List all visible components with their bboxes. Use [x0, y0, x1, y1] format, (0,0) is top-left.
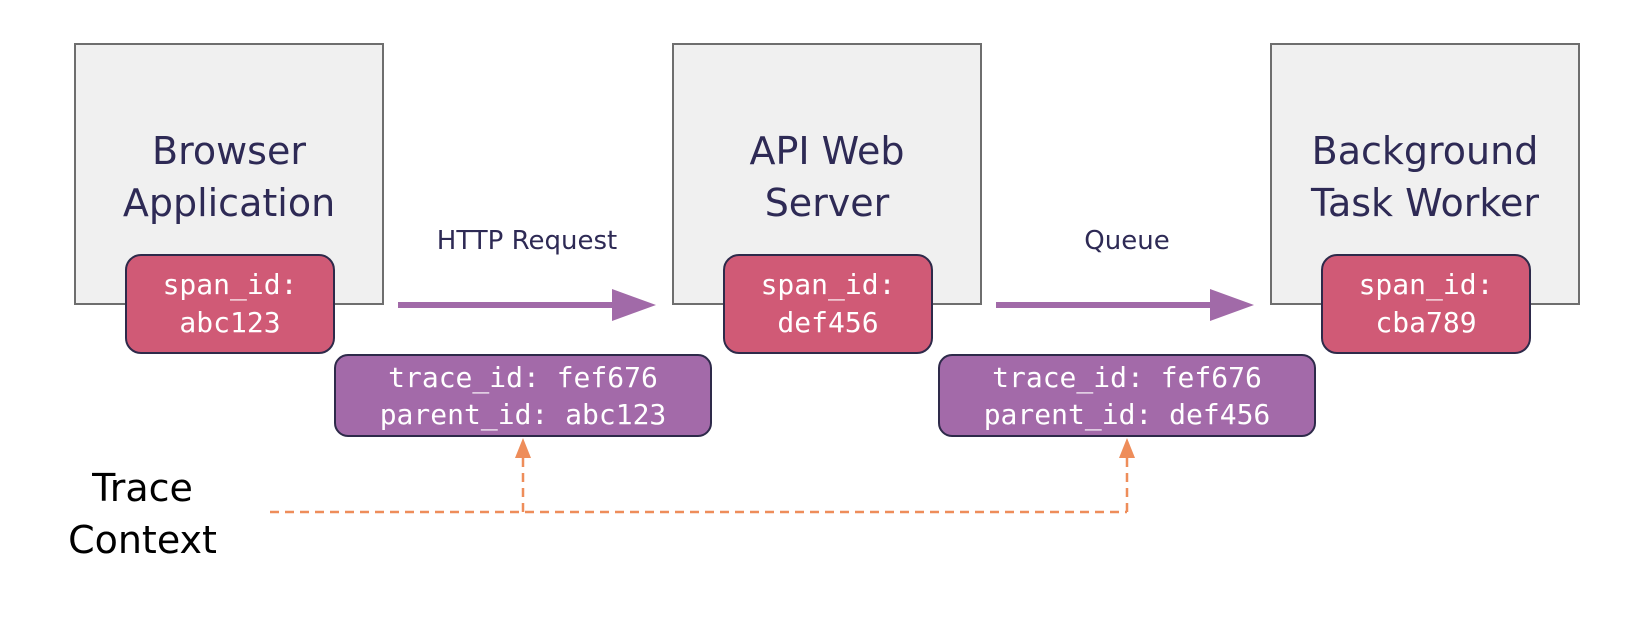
span-id-badge: span_id: cba789 — [1321, 254, 1531, 354]
service-name: API Web Server — [749, 129, 905, 225]
service-name: Browser Application — [122, 129, 336, 225]
span-id-badge: span_id: abc123 — [125, 254, 335, 354]
http-request-label: HTTP Request — [436, 226, 618, 256]
http-request-arrow — [398, 289, 656, 321]
trace-context-connector — [270, 438, 1135, 514]
span-id-badge: span_id: def456 — [723, 254, 933, 354]
trace-context-box: trace_id: fef676 parent_id: abc123 — [334, 354, 712, 437]
trace-context-box: trace_id: fef676 parent_id: def456 — [938, 354, 1316, 437]
queue-label: Queue — [1084, 226, 1170, 256]
trace-context-label: Trace Context — [68, 466, 217, 562]
service-name: Background Task Worker — [1311, 129, 1539, 225]
queue-arrow — [996, 289, 1254, 321]
